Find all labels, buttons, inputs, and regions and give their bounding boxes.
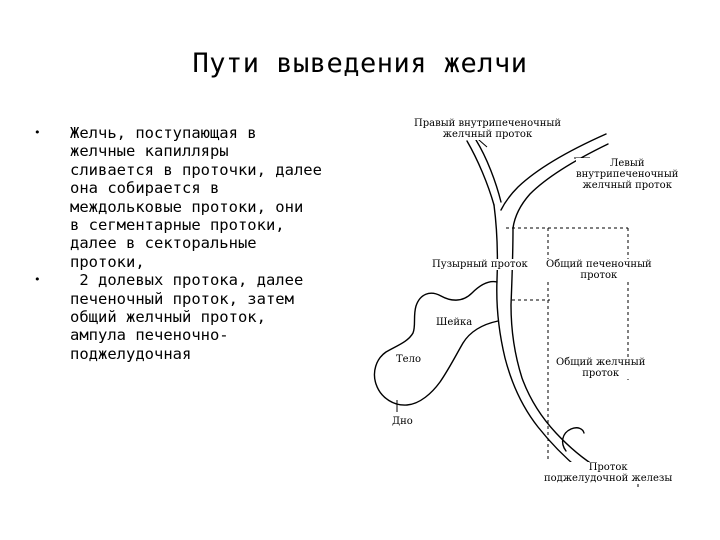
label-body: Тело <box>396 354 421 365</box>
left-duct-lower <box>512 143 609 229</box>
label-fundus: Дно <box>392 416 413 427</box>
bullet-line: сливается в проточки, далее <box>70 160 322 179</box>
bullet-marker: • <box>34 126 41 139</box>
label-common-bile: Общий желчный проток <box>556 357 646 379</box>
bullet-line: общий желчный проток, <box>70 308 266 327</box>
bullet-item-1: • Желчь, поступающая в желчные капилляры… <box>34 124 364 271</box>
label-pancreatic: Проток поджелудочной железы <box>544 462 673 484</box>
bullet-line: желчные капилляры <box>70 142 229 161</box>
bullet-line: Желчь, поступающая в <box>70 124 257 142</box>
bullet-list: • Желчь, поступающая в желчные капилляры… <box>34 124 364 363</box>
label-left-duct: Левый внутрипеченочный желчный проток <box>576 158 679 191</box>
bullet-line: она собирается в <box>70 179 220 198</box>
bullet-line: ампула печеночно- <box>70 326 229 345</box>
label-cystic-duct: Пузырный проток <box>432 259 528 270</box>
pancreatic-duct <box>561 427 585 452</box>
bullet-line: поджелудочная <box>70 344 192 363</box>
left-duct-upper <box>500 133 607 211</box>
bullet-line: далее в секторальные <box>70 234 257 253</box>
common-duct-left <box>493 204 581 471</box>
bullet-item-2: • 2 долевых протока, далее печеночный пр… <box>34 271 364 363</box>
gallbladder-outline <box>373 280 499 406</box>
label-right-duct: Правый внутрипеченочный желчный проток <box>414 118 561 140</box>
slide-title: Пути выведения желчи <box>192 48 528 79</box>
bullet-marker: • <box>34 273 41 287</box>
bullet-line: печеночный проток, затем <box>70 289 294 308</box>
label-common-hepatic: Общий печеночный проток <box>546 259 652 281</box>
right-duct-inner <box>475 139 502 203</box>
bullet-line: междольковые протоки, они <box>70 197 304 216</box>
bullet-line: 2 долевых протока, далее <box>70 271 304 290</box>
label-neck: Шейка <box>436 317 473 328</box>
bullet-line: протоки, <box>70 252 145 271</box>
right-duct-outer <box>466 140 495 206</box>
bullet-line: в сегментарные протоки, <box>70 216 285 235</box>
common-duct-right <box>510 227 599 469</box>
